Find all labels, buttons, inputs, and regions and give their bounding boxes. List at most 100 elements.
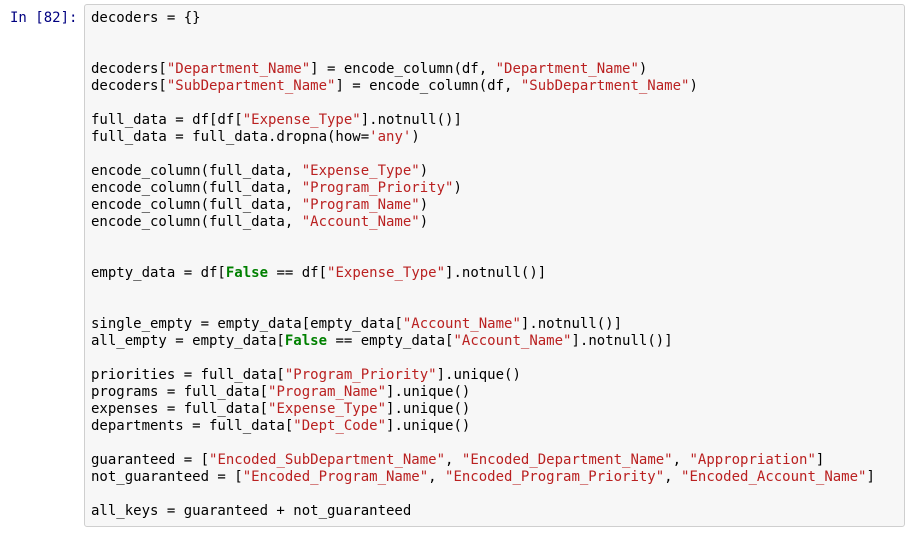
- code-token-string: "Dept_Code": [293, 418, 387, 434]
- code-line: [91, 282, 900, 299]
- code-token-plain: decoders = {}: [91, 10, 201, 26]
- code-token-plain: ,: [428, 469, 446, 485]
- code-token-string: "Department_Name": [495, 61, 639, 77]
- code-token-string: "Appropriation": [689, 452, 816, 468]
- code-line: [91, 44, 900, 61]
- code-line: [91, 435, 900, 452]
- code-token-plain: ): [689, 78, 698, 94]
- code-token-plain: ].unique(): [386, 418, 471, 434]
- code-line: decoders["SubDepartment_Name"] = encode_…: [91, 78, 900, 95]
- code-token-plain: ): [453, 180, 462, 196]
- code-token-plain: encode_column(full_data,: [91, 163, 302, 179]
- code-token-plain: ].unique(): [436, 367, 521, 383]
- code-token-plain: ].unique(): [386, 401, 471, 417]
- code-line: empty_data = df[False == df["Expense_Typ…: [91, 265, 900, 282]
- code-line: all_empty = empty_data[False == empty_da…: [91, 333, 900, 350]
- code-token-plain: encode_column(full_data,: [91, 180, 302, 196]
- code-token-plain: ].notnull()]: [571, 333, 673, 349]
- code-token-string: "Encoded_Program_Priority": [445, 469, 665, 485]
- code-token-plain: encode_column(full_data,: [91, 197, 302, 213]
- code-line: departments = full_data["Dept_Code"].uni…: [91, 418, 900, 435]
- code-token-plain: decoders[: [91, 78, 167, 94]
- code-line: [91, 231, 900, 248]
- code-line: [91, 248, 900, 265]
- code-token-plain: ): [638, 61, 648, 77]
- code-token-plain: empty_data = df[: [91, 265, 226, 281]
- code-cell[interactable]: In [82]: decoders = {} decoders["Departm…: [10, 4, 905, 527]
- code-token-string: "Encoded_SubDepartment_Name": [209, 452, 446, 468]
- code-token-string: "Encoded_Department_Name": [461, 452, 673, 468]
- code-token-string: "Encoded_Program_Name": [242, 469, 429, 485]
- code-line: full_data = df[df["Expense_Type"].notnul…: [91, 112, 900, 129]
- code-content: decoders = {} decoders["Department_Name"…: [91, 10, 900, 520]
- code-token-plain: expenses = full_data[: [91, 401, 269, 417]
- code-token-string: "Department_Name": [166, 61, 311, 77]
- code-token-string: 'any': [369, 129, 412, 145]
- code-line: encode_column(full_data, "Program_Name"): [91, 197, 900, 214]
- code-token-plain: all_keys = guaranteed + not_guaranteed: [91, 503, 412, 519]
- code-token-plain: full_data = df[df[: [91, 112, 243, 128]
- code-token-keyword: False: [225, 265, 269, 281]
- code-token-string: "Encoded_Account_Name": [681, 469, 867, 485]
- code-editor[interactable]: decoders = {} decoders["Department_Name"…: [84, 4, 905, 527]
- code-line: single_empty = empty_data[empty_data["Ac…: [91, 316, 900, 333]
- code-token-plain: full_data = full_data.dropna(how=: [91, 129, 370, 145]
- code-token-keyword: False: [284, 333, 328, 349]
- code-token-string: "SubDepartment_Name": [166, 78, 336, 94]
- code-line: [91, 27, 900, 44]
- code-token-plain: == df[: [268, 265, 328, 281]
- code-token-plain: ,: [664, 469, 682, 485]
- code-line: full_data = full_data.dropna(how='any'): [91, 129, 900, 146]
- code-line: not_guaranteed = ["Encoded_Program_Name"…: [91, 469, 900, 486]
- code-token-string: "Expense_Type": [268, 401, 387, 417]
- code-line: encode_column(full_data, "Account_Name"): [91, 214, 900, 231]
- code-token-string: "Program_Priority": [284, 367, 437, 383]
- code-token-plain: departments = full_data[: [91, 418, 294, 434]
- code-token-string: "Expense_Type": [301, 163, 420, 179]
- code-token-plain: ] = encode_column(df,: [310, 61, 496, 77]
- code-line: [91, 486, 900, 503]
- code-token-string: "Program_Priority": [301, 180, 454, 196]
- code-token-plain: ]: [815, 452, 825, 468]
- code-token-string: "Account_Name": [402, 316, 521, 332]
- code-token-string: "Program_Name": [268, 384, 387, 400]
- code-token-string: "Program_Name": [301, 197, 420, 213]
- code-token-plain: priorities = full_data[: [91, 367, 285, 383]
- code-token-plain: decoders[: [91, 61, 167, 77]
- code-token-string: "Account_Name": [453, 333, 572, 349]
- code-line: priorities = full_data["Program_Priority…: [91, 367, 900, 384]
- code-token-plain: ,: [445, 452, 462, 468]
- code-token-plain: guaranteed = [: [91, 452, 210, 468]
- code-line: programs = full_data["Program_Name"].uni…: [91, 384, 900, 401]
- code-token-plain: single_empty = empty_data[empty_data[: [91, 316, 403, 332]
- code-line: guaranteed = ["Encoded_SubDepartment_Nam…: [91, 452, 900, 469]
- code-token-plain: ,: [672, 452, 690, 468]
- code-token-plain: ].unique(): [386, 384, 471, 400]
- code-token-plain: not_guaranteed = [: [91, 469, 243, 485]
- code-token-plain: ].notnull()]: [520, 316, 623, 332]
- code-token-plain: all_empty = empty_data[: [91, 333, 285, 349]
- code-line: [91, 350, 900, 367]
- code-token-string: "SubDepartment_Name": [520, 78, 690, 94]
- code-line: expenses = full_data["Expense_Type"].uni…: [91, 401, 900, 418]
- code-token-string: "Expense_Type": [242, 112, 361, 128]
- code-line: encode_column(full_data, "Expense_Type"): [91, 163, 900, 180]
- code-token-plain: ]: [866, 469, 875, 485]
- code-line: [91, 146, 900, 163]
- code-line: [91, 299, 900, 316]
- code-token-plain: ].notnull()]: [360, 112, 462, 128]
- code-token-plain: ): [419, 197, 429, 213]
- code-token-plain: ): [419, 163, 429, 179]
- code-token-plain: programs = full_data[: [91, 384, 269, 400]
- code-line: decoders["Department_Name"] = encode_col…: [91, 61, 900, 78]
- code-line: all_keys = guaranteed + not_guaranteed: [91, 503, 900, 520]
- code-line: decoders = {}: [91, 10, 900, 27]
- code-line: [91, 95, 900, 112]
- code-token-plain: ): [411, 129, 420, 145]
- input-prompt: In [82]:: [10, 10, 78, 26]
- code-token-plain: ): [419, 214, 429, 230]
- code-token-plain: ].notnull()]: [445, 265, 547, 281]
- code-token-plain: ] = encode_column(df,: [335, 78, 521, 94]
- code-token-string: "Expense_Type": [327, 265, 446, 281]
